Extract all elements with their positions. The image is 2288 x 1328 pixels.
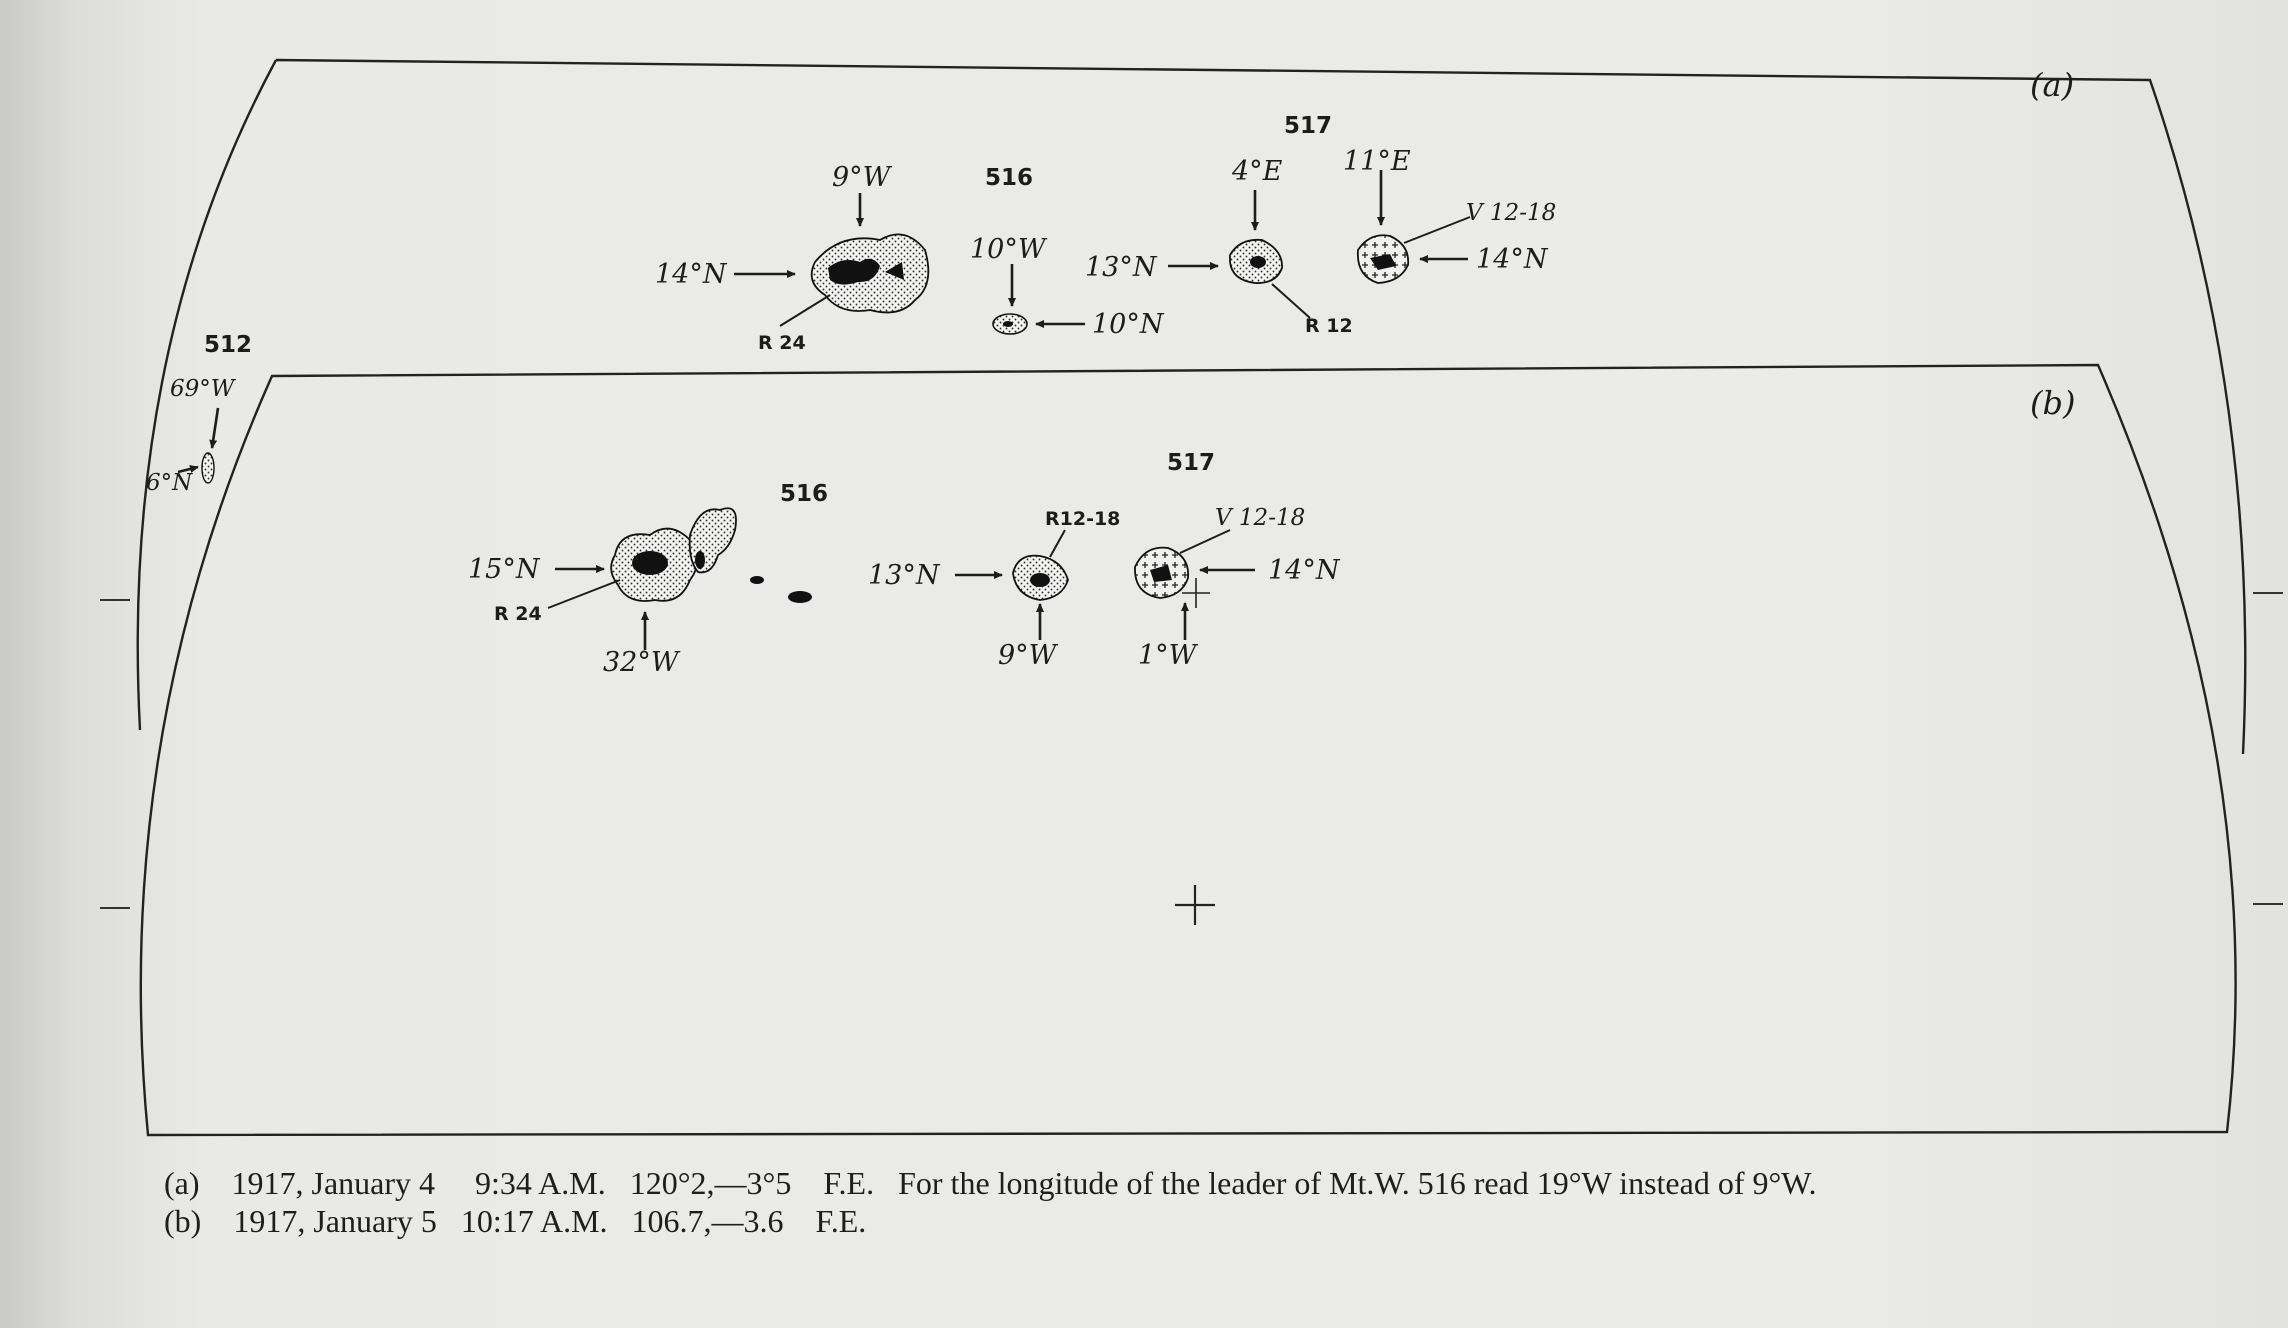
group-516-a-label: 516 bbox=[985, 165, 1033, 191]
sunspot-516-b-cluster-umbra bbox=[695, 551, 705, 569]
lat-label-15n: 15°N bbox=[468, 554, 541, 585]
sunspot-512-a bbox=[201, 452, 215, 484]
tag-r24-b: R 24 bbox=[494, 603, 542, 625]
panel-b-arrows bbox=[555, 565, 1255, 650]
sunspot-517-b-leader-umbra bbox=[1030, 573, 1050, 587]
sunspot-516-b-small-1 bbox=[750, 576, 764, 584]
tag-v12-18-a: V 12-18 bbox=[1466, 200, 1556, 226]
panel-a-disk-outline bbox=[136, 58, 2247, 755]
disk-center-cross-icon bbox=[1175, 885, 1215, 925]
edge-ticks bbox=[100, 592, 2283, 909]
lat-label-13n-a: 13°N bbox=[1085, 252, 1158, 283]
panel-b-disk-outline bbox=[139, 363, 2237, 1137]
sunspot-516-a-umbra-2 bbox=[885, 262, 904, 280]
tag-r24-a: R 24 bbox=[758, 332, 806, 354]
lat-label-13n-b: 13°N bbox=[868, 560, 941, 591]
group-512-a-label: 512 bbox=[204, 332, 252, 358]
panel-a-leader-lines bbox=[779, 216, 1471, 327]
lon-label-1w: 1°W bbox=[1138, 640, 1199, 671]
sunspot-517-b-cross-icon bbox=[1182, 578, 1210, 608]
lat-label-6n: 6°N bbox=[146, 470, 193, 496]
panel-a-arrows bbox=[177, 170, 1468, 474]
panel-a-label: (a) bbox=[2030, 66, 2074, 104]
tag-r12-a: R 12 bbox=[1305, 315, 1353, 337]
lat-label-14n-left: 14°N bbox=[655, 259, 728, 290]
group-517-b-label: 517 bbox=[1167, 450, 1215, 476]
lat-label-10n: 10°N bbox=[1092, 309, 1165, 340]
sunspot-517-a-follower-umbra bbox=[1370, 254, 1396, 270]
sunspot-516-b-small-2 bbox=[788, 591, 812, 603]
lat-label-14n-b: 14°N bbox=[1268, 555, 1341, 586]
caption-line-a: (a) 1917, January 4 9:34 A.M. 120°2,—3°5… bbox=[164, 1165, 1817, 1201]
caption-line-b: (b) 1917, January 5 10:17 A.M. 106.7,—3.… bbox=[164, 1203, 867, 1239]
lon-label-10w: 10°W bbox=[970, 234, 1048, 265]
sunspot-517-b-follower-umbra bbox=[1150, 565, 1172, 582]
sunspot-516-b-leader-umbra bbox=[632, 551, 668, 575]
group-516-b-label: 516 bbox=[780, 481, 828, 507]
group-517-a-label: 517 bbox=[1284, 113, 1332, 139]
sunspot-517-a-leader-umbra bbox=[1250, 256, 1266, 268]
lon-label-69w: 69°W bbox=[170, 376, 237, 402]
lon-label-4e: 4°E bbox=[1231, 156, 1283, 187]
lon-label-9w-b: 9°W bbox=[998, 640, 1059, 671]
panel-b-leader-lines bbox=[547, 529, 1231, 609]
sunspot-516-a-follower-umbra bbox=[1003, 321, 1013, 327]
panel-b-label: (b) bbox=[2030, 384, 2075, 422]
lon-label-11e: 11°E bbox=[1343, 146, 1411, 177]
lat-label-14n-right-a: 14°N bbox=[1476, 244, 1549, 275]
tag-r12-18-b: R12-18 bbox=[1045, 508, 1120, 530]
tag-v12-18-b: V 12-18 bbox=[1215, 505, 1305, 531]
lon-label-32w: 32°W bbox=[603, 647, 681, 678]
lon-label-9w: 9°W bbox=[832, 162, 893, 193]
sunspot-516-a-umbra bbox=[828, 258, 880, 285]
